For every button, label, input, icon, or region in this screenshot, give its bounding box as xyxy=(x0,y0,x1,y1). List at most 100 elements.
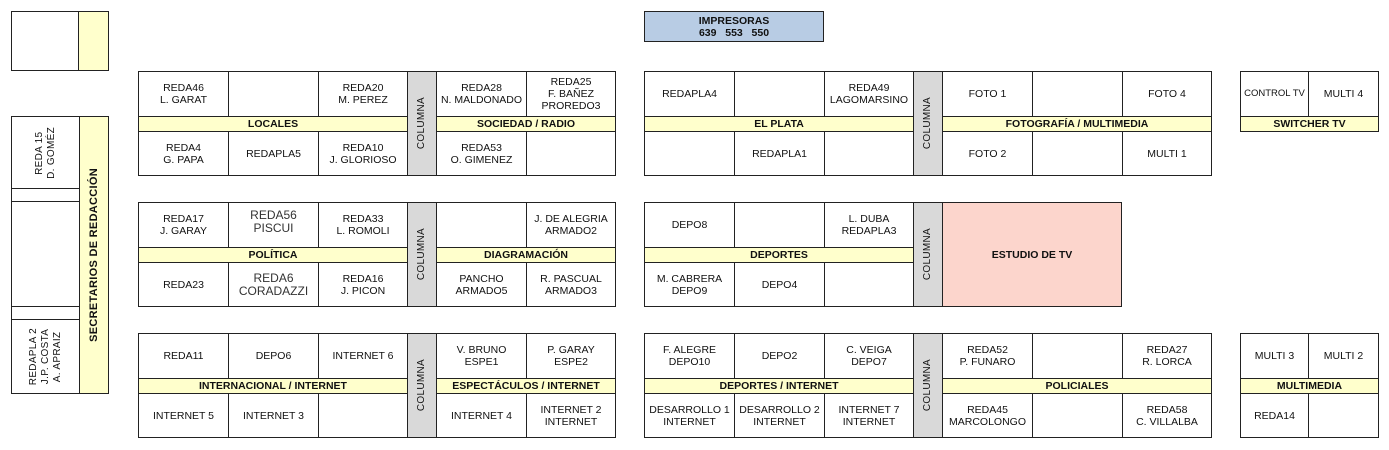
desk-deportes-1: DEPO8 xyxy=(644,202,735,248)
secretarios-top-cell-text: REDA 15 D. GOMÉZ xyxy=(33,126,57,179)
desk-policiales-1: REDA52 P. FUNARO xyxy=(942,333,1033,379)
desk-internacional-4: INTERNET 5 xyxy=(138,393,229,438)
desk-deportes-internet-2: DEPO2 xyxy=(734,333,825,379)
desk-deportes-internet-1: F. ALEGRE DEPO10 xyxy=(644,333,735,379)
desk-deportes-internet-5: DESARROLLO 2 INTERNET xyxy=(734,393,825,438)
band-locales: LOCALES xyxy=(138,116,408,132)
desk-policiales-5 xyxy=(1032,393,1123,438)
desk-foto-3: FOTO 4 xyxy=(1122,71,1212,117)
desk-espectaculos-1: V. BRUNO ESPE1 xyxy=(436,333,527,379)
secretarios-divider-cell xyxy=(11,188,80,202)
band-multimedia: MULTIMEDIA xyxy=(1240,378,1379,394)
desk-politica-3: REDA33 L. ROMOLI xyxy=(318,202,408,248)
desk-deportes-4: M. CABRERA DEPO9 xyxy=(644,262,735,307)
desk-sociedad-1: REDA28 N. MALDONADO xyxy=(436,71,527,117)
columna-1: COLUMNA xyxy=(407,71,437,176)
band-deportes: DEPORTES xyxy=(644,247,914,263)
desk-deportes-internet-6: INTERNET 7 INTERNET xyxy=(824,393,914,438)
desk-sociedad-3: REDA53 O. GIMENEZ xyxy=(436,131,527,176)
desk-espectaculos-2: P. GARAY ESPE2 xyxy=(526,333,616,379)
desk-policiales-3: REDA27 R. LORCA xyxy=(1122,333,1212,379)
desk-foto-1: FOTO 1 xyxy=(942,71,1033,117)
desk-internacional-3: INTERNET 6 xyxy=(318,333,408,379)
desk-politica-4: REDA23 xyxy=(138,262,229,307)
band-diagramacion: DIAGRAMACIÓN xyxy=(436,247,616,263)
desk-diagramacion-2: J. DE ALEGRIA ARMADO2 xyxy=(526,202,616,248)
desk-sociedad-2: REDA25 F. BAÑEZ PROREDO3 xyxy=(526,71,616,117)
desk-elplata-1: REDAPLA4 xyxy=(644,71,735,117)
band-politica: POLÍTICA xyxy=(138,247,408,263)
columna-6: COLUMNA xyxy=(913,333,943,438)
desk-locales-5: REDAPLA5 xyxy=(228,131,319,176)
desk-elplata-4 xyxy=(644,131,735,176)
band-elplata: EL PLATA xyxy=(644,116,914,132)
columna-2: COLUMNA xyxy=(913,71,943,176)
columna-4: COLUMNA xyxy=(913,202,943,307)
desk-locales-6: REDA10 J. GLORIOSO xyxy=(318,131,408,176)
desk-politica-6: REDA16 J. PICON xyxy=(318,262,408,307)
desk-foto-5 xyxy=(1032,131,1123,176)
desk-locales-3: REDA20 M. PEREZ xyxy=(318,71,408,117)
desk-foto-2 xyxy=(1032,71,1123,117)
columna-6-label: COLUMNA xyxy=(922,359,933,412)
desk-locales-1: REDA46 L. GARAT xyxy=(138,71,229,117)
desk-multimedia-2: MULTI 2 xyxy=(1308,333,1379,379)
desk-policiales-2 xyxy=(1032,333,1123,379)
desk-sociedad-4 xyxy=(526,131,616,176)
desk-deportes-internet-3: C. VEIGA DEPO7 xyxy=(824,333,914,379)
estudio-de-tv: ESTUDIO DE TV xyxy=(942,202,1122,307)
desk-elplata-5: REDAPLA1 xyxy=(734,131,825,176)
desk-deportes-internet-4: DESARROLLO 1 INTERNET xyxy=(644,393,735,438)
desk-elplata-2 xyxy=(734,71,825,117)
secretarios-top-cell: REDA 15 D. GOMÉZ xyxy=(11,116,80,189)
desk-multimedia-1: MULTI 3 xyxy=(1240,333,1309,379)
impresoras-title: IMPRESORAS xyxy=(698,14,770,27)
desk-switcher-2: MULTI 4 xyxy=(1308,71,1379,117)
desk-multimedia-4 xyxy=(1308,393,1379,438)
secretarios-bottom-cell-text: REDAPLA 2 J.P. COSTA A. APRAIZ xyxy=(27,327,63,386)
desk-politica-1: REDA17 J. GARAY xyxy=(138,202,229,248)
band-deportes-internet: DEPORTES / INTERNET xyxy=(644,378,914,394)
desk-internacional-6 xyxy=(318,393,408,438)
desk-deportes-3: L. DUBA REDAPLA3 xyxy=(824,202,914,248)
secretarios-band: SECRETARIOS DE REDACCIÓN xyxy=(79,116,109,394)
band-internacional: INTERNACIONAL / INTERNET xyxy=(138,378,408,394)
band-espectaculos: ESPECTÁCULOS / INTERNET xyxy=(436,378,616,394)
band-sociedad: SOCIEDAD / RADIO xyxy=(436,116,616,132)
desk-diagramacion-1 xyxy=(436,202,527,248)
band-switcher: SWITCHER TV xyxy=(1240,116,1379,132)
desk-policiales-6: REDA58 C. VILLALBA xyxy=(1122,393,1212,438)
desk-foto-4: FOTO 2 xyxy=(942,131,1033,176)
desk-espectaculos-3: INTERNET 4 xyxy=(436,393,527,438)
desk-deportes-6 xyxy=(824,262,914,307)
desk-internacional-1: REDA11 xyxy=(138,333,229,379)
desk-politica-2: REDA56 PISCUI xyxy=(228,202,319,248)
desk-politica-5: REDA6 CORADAZZI xyxy=(228,262,319,307)
top-left-box xyxy=(11,11,109,71)
desk-diagramacion-4: R. PASCUAL ARMADO3 xyxy=(526,262,616,307)
impresoras-numbers: 639 553 550 xyxy=(698,26,770,39)
impresoras-box: IMPRESORAS 639 553 550 xyxy=(644,11,824,42)
secretarios-label: SECRETARIOS DE REDACCIÓN xyxy=(88,168,100,342)
desk-diagramacion-3: PANCHO ARMADO5 xyxy=(436,262,527,307)
desk-elplata-6 xyxy=(824,131,914,176)
top-left-yellow-strip xyxy=(78,12,108,70)
desk-multimedia-3: REDA14 xyxy=(1240,393,1309,438)
desk-deportes-2 xyxy=(734,202,825,248)
desk-switcher-1: CONTROL TV xyxy=(1240,71,1309,117)
desk-locales-2 xyxy=(228,71,319,117)
columna-2-label: COLUMNA xyxy=(922,97,933,150)
band-foto: FOTOGRAFÍA / MULTIMEDIA xyxy=(942,116,1212,132)
desk-elplata-3: REDA49 LAGOMARSINO xyxy=(824,71,914,117)
desk-locales-4: REDA4 G. PAPA xyxy=(138,131,229,176)
columna-3-label: COLUMNA xyxy=(416,228,427,281)
columna-4-label: COLUMNA xyxy=(922,228,933,281)
columna-3: COLUMNA xyxy=(407,202,437,307)
columna-1-label: COLUMNA xyxy=(416,97,427,150)
desk-foto-6: MULTI 1 xyxy=(1122,131,1212,176)
secretarios-bottom-cell: REDAPLA 2 J.P. COSTA A. APRAIZ xyxy=(11,319,80,394)
desk-espectaculos-4: INTERNET 2 INTERNET xyxy=(526,393,616,438)
band-policiales: POLICIALES xyxy=(942,378,1212,394)
secretarios-middle-cell xyxy=(11,306,80,320)
desk-policiales-4: REDA45 MARCOLONGO xyxy=(942,393,1033,438)
